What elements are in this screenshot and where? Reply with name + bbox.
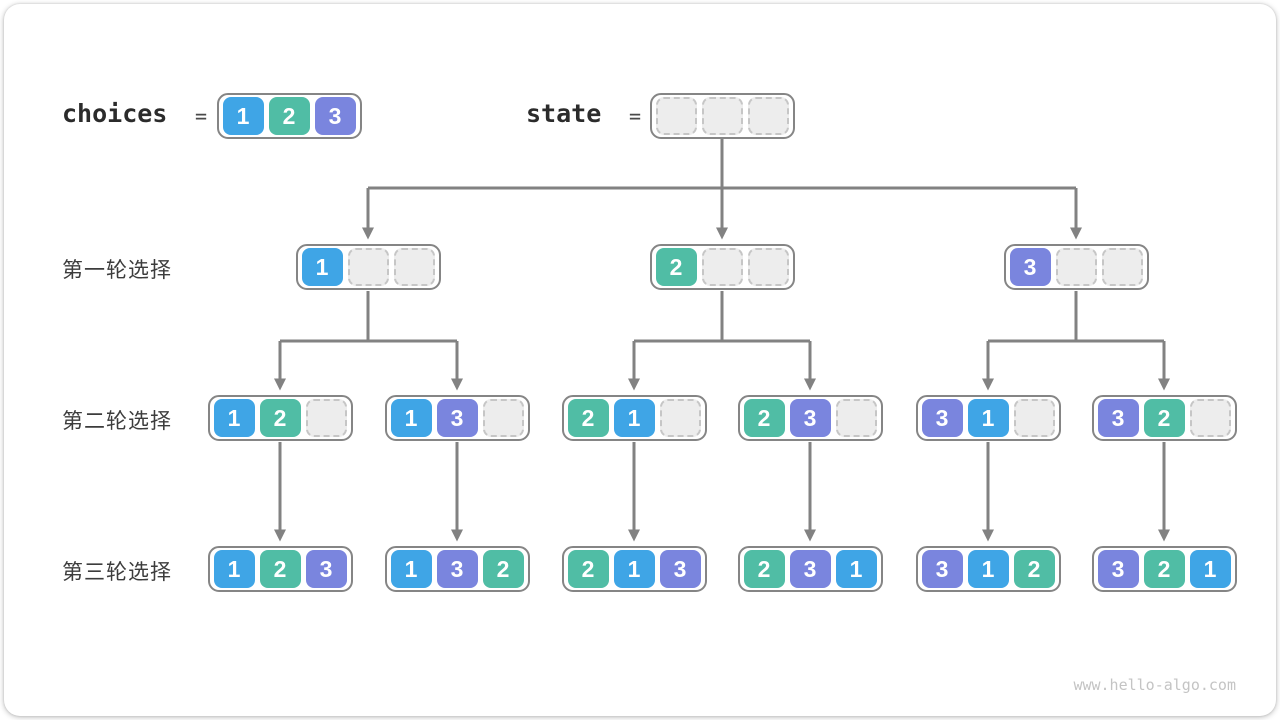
empty-cell: [659, 399, 701, 437]
state-box: [649, 93, 795, 139]
round-3-label: 第三轮选择: [62, 561, 172, 584]
sequence-cell: 2: [743, 550, 785, 588]
sequence-cell: 3: [921, 550, 963, 588]
sequence-cell: 2: [259, 399, 301, 437]
sequence-cell: 2: [1143, 399, 1185, 437]
sequence-cell: 1: [301, 248, 343, 286]
tree-connector-arrows: [274, 136, 1170, 542]
sequence-cell: 1: [213, 550, 255, 588]
state-equals-sign: =: [629, 104, 642, 128]
sequence-cell: 3: [436, 550, 478, 588]
round-1-label: 第一轮选择: [62, 259, 172, 282]
sequence-cell: 2: [743, 399, 785, 437]
state-label: state: [526, 99, 602, 128]
empty-cell: [1055, 248, 1097, 286]
choices-label: choices: [62, 99, 168, 128]
sequence-cell: 1: [967, 399, 1009, 437]
round1-box-1: 1: [295, 244, 441, 290]
sequence-cell: 1: [835, 550, 877, 588]
sequence-cell: 3: [921, 399, 963, 437]
choices-equals-sign: =: [195, 104, 208, 128]
sequence-cell: 3: [1097, 399, 1139, 437]
empty-cell: [393, 248, 435, 286]
sequence-cell: 1: [967, 550, 1009, 588]
sequence-cell: 1: [390, 399, 432, 437]
round-2-label: 第二轮选择: [62, 410, 172, 433]
empty-cell: [1101, 248, 1143, 286]
empty-cell: [747, 248, 789, 286]
sequence-cell: 1: [613, 550, 655, 588]
sequence-cell: 3: [314, 97, 356, 135]
sequence-cell: 2: [482, 550, 524, 588]
empty-cell: [747, 97, 789, 135]
empty-cell: [1189, 399, 1231, 437]
sequence-cell: 1: [213, 399, 255, 437]
empty-cell: [655, 97, 697, 135]
sequence-cell: 2: [1013, 550, 1055, 588]
sequence-cell: 1: [1189, 550, 1231, 588]
watermark: www.hello-algo.com: [1073, 676, 1236, 694]
sequence-cell: 3: [789, 550, 831, 588]
sequence-cell: 2: [567, 399, 609, 437]
empty-cell: [1013, 399, 1055, 437]
sequence-cell: 3: [789, 399, 831, 437]
sequence-cell: 2: [268, 97, 310, 135]
empty-cell: [701, 97, 743, 135]
empty-cell: [482, 399, 524, 437]
sequence-cell: 3: [1097, 550, 1139, 588]
sequence-cell: 2: [1143, 550, 1185, 588]
empty-cell: [835, 399, 877, 437]
empty-cell: [347, 248, 389, 286]
round1-box-3: 3: [1003, 244, 1149, 290]
sequence-cell: 2: [567, 550, 609, 588]
empty-cell: [701, 248, 743, 286]
sequence-cell: 3: [659, 550, 701, 588]
sequence-cell: 3: [305, 550, 347, 588]
empty-cell: [305, 399, 347, 437]
round1-box-2: 2: [649, 244, 795, 290]
sequence-cell: 1: [613, 399, 655, 437]
sequence-cell: 1: [222, 97, 264, 135]
sequence-cell: 1: [390, 550, 432, 588]
sequence-cell: 3: [436, 399, 478, 437]
sequence-cell: 3: [1009, 248, 1051, 286]
sequence-cell: 2: [655, 248, 697, 286]
sequence-cell: 2: [259, 550, 301, 588]
